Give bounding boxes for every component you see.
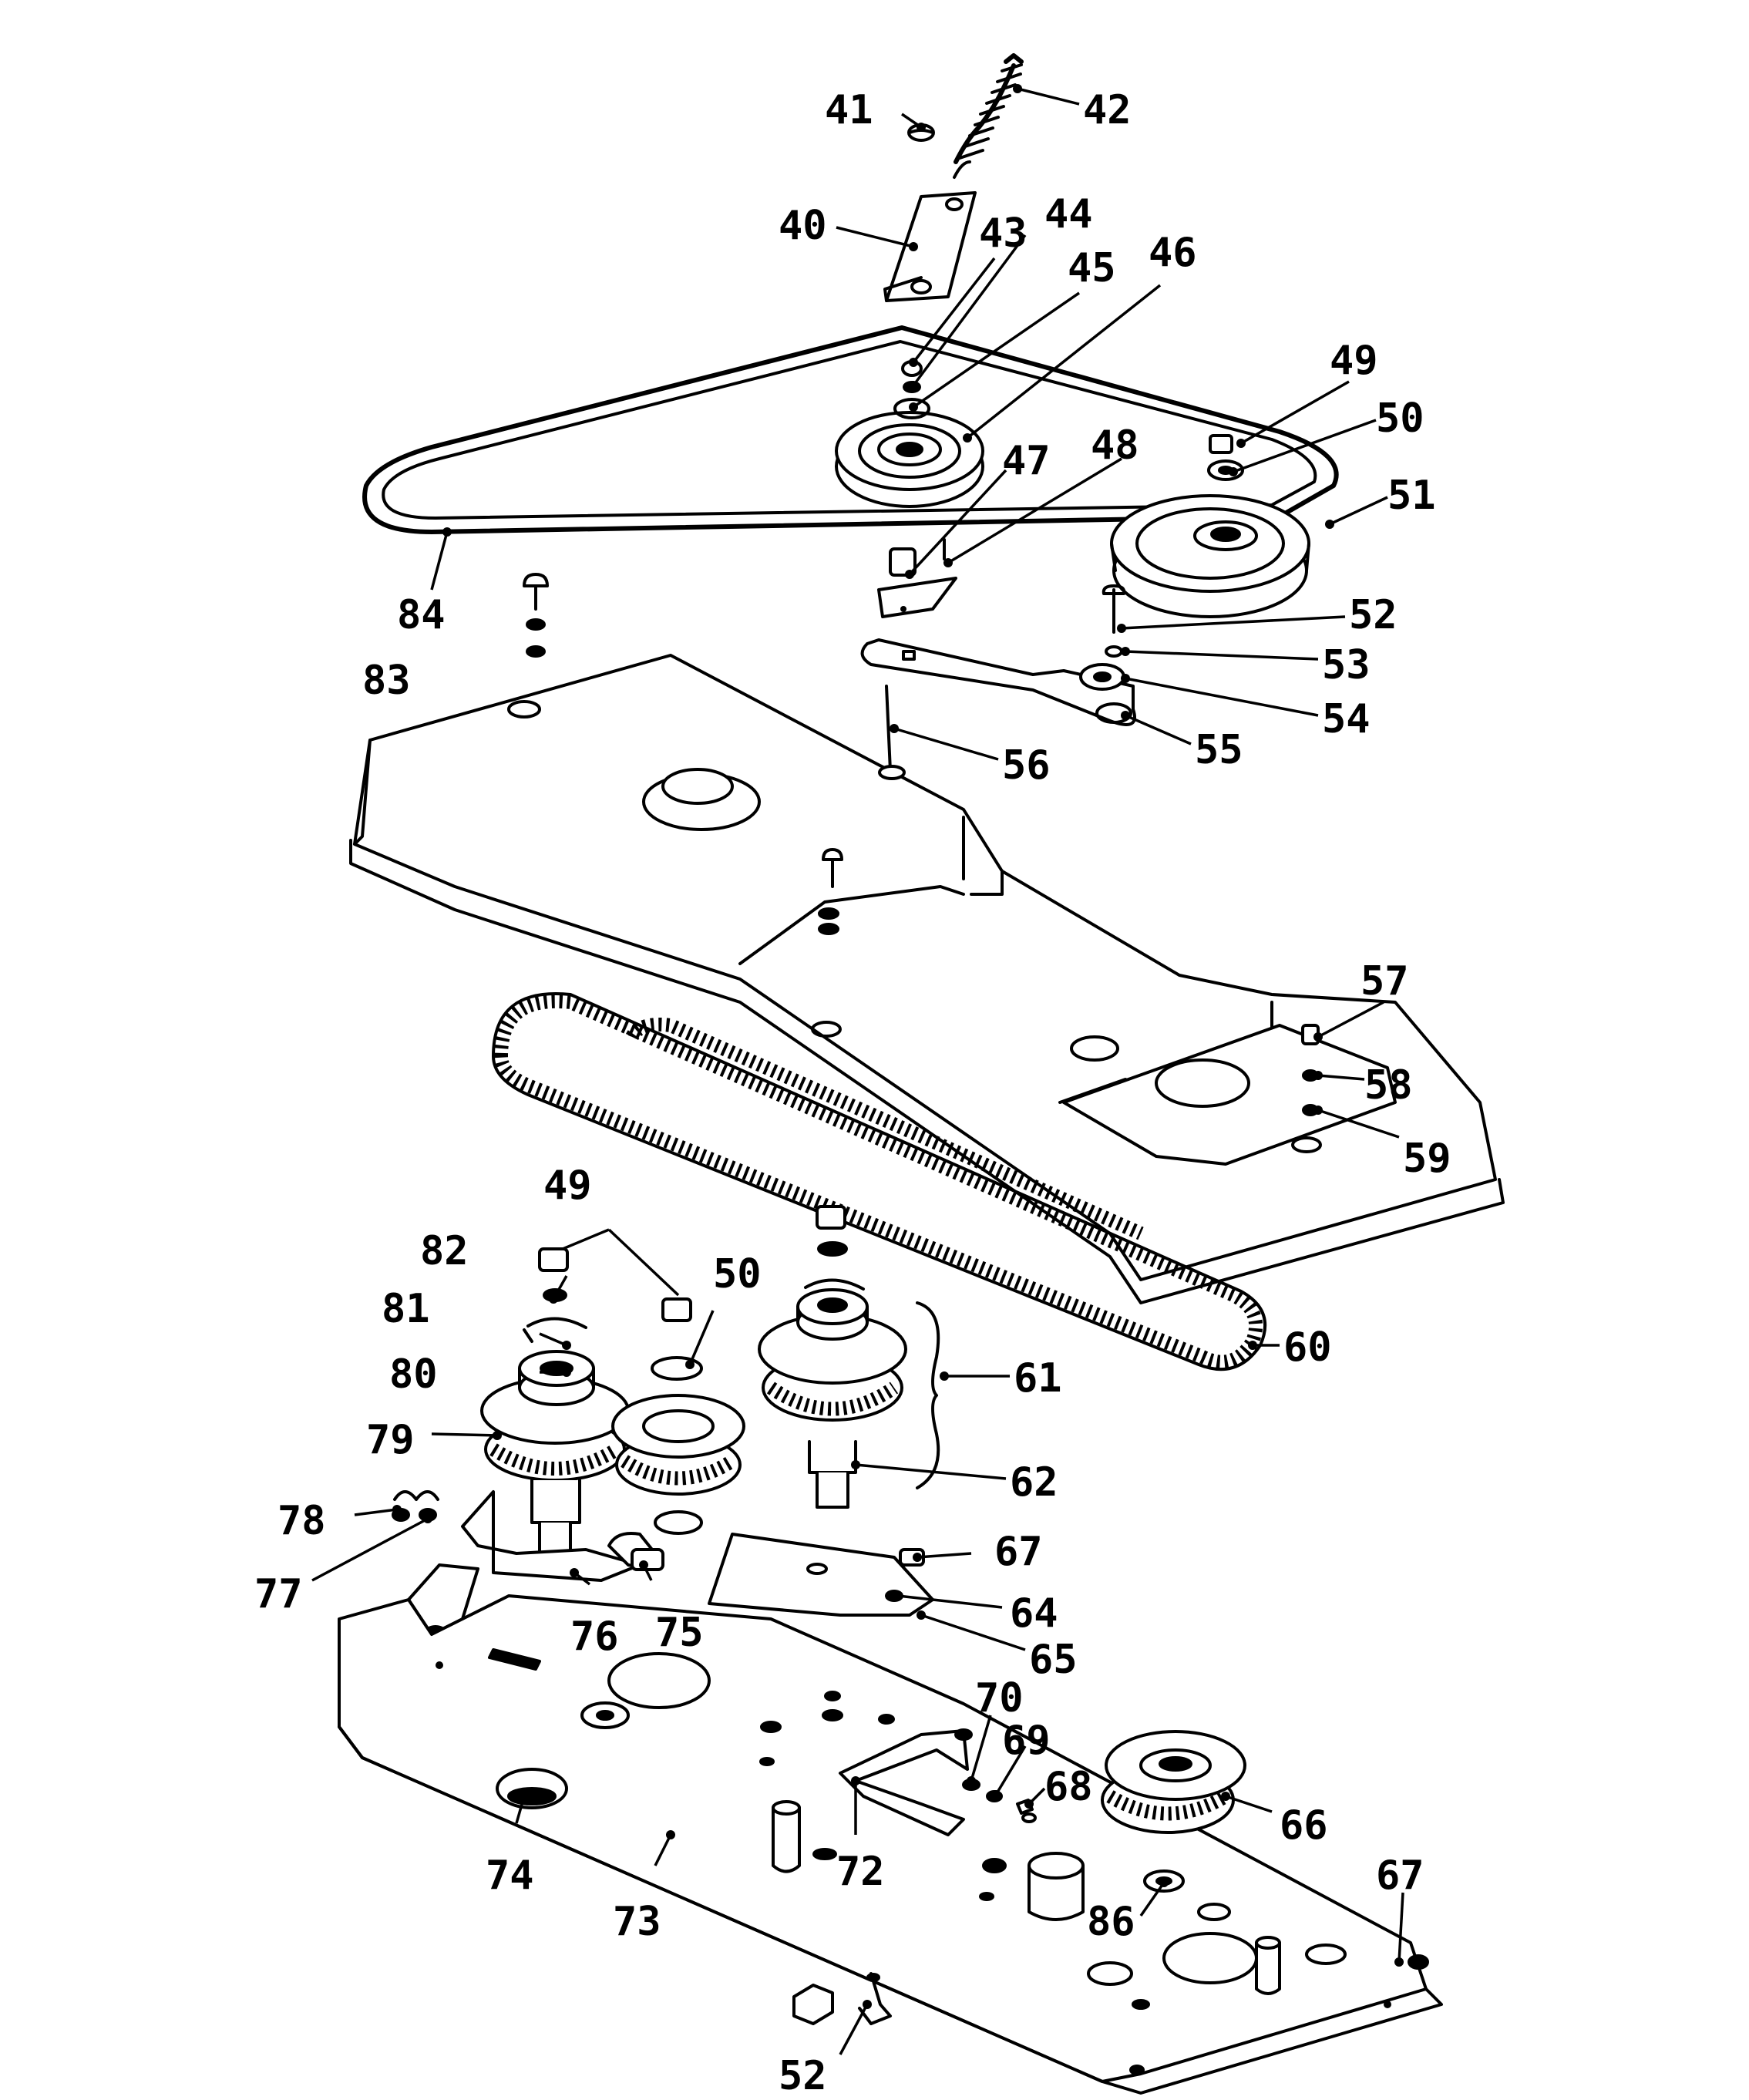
callout-47: 47 (1002, 438, 1051, 484)
callout-82: 82 (420, 1228, 469, 1274)
callout-54: 54 (1322, 696, 1371, 742)
idler-bracket (883, 191, 977, 302)
callout-68: 68 (1044, 1764, 1093, 1810)
tension-arm (860, 584, 1136, 726)
callout-75: 75 (655, 1610, 704, 1656)
callout-53: 53 (1322, 642, 1371, 688)
callout-58: 58 (1364, 1062, 1413, 1109)
callout-49-top: 49 (1330, 338, 1378, 384)
callout-62: 62 (1010, 1459, 1058, 1506)
callout-80: 80 (389, 1351, 438, 1398)
callout-67-upper: 67 (994, 1529, 1043, 1575)
timing-belt (492, 992, 1267, 1371)
callout-44: 44 (1044, 191, 1093, 237)
tension-bracket (877, 538, 957, 618)
callout-70: 70 (975, 1675, 1024, 1721)
callout-73: 73 (613, 1899, 661, 1945)
idler-pulley (835, 411, 984, 508)
callout-74: 74 (486, 1853, 534, 1899)
callout-43: 43 (979, 210, 1028, 257)
callout-51: 51 (1387, 473, 1436, 519)
callout-66: 66 (1280, 1802, 1328, 1849)
leader-lines (311, 84, 1404, 2055)
callout-86: 86 (1087, 1899, 1135, 1945)
callout-77: 77 (254, 1571, 303, 1617)
callout-72: 72 (836, 1849, 885, 1895)
tension-plate (708, 1533, 934, 1617)
callout-40: 40 (779, 203, 827, 249)
callout-50-bottom: 50 (713, 1251, 762, 1297)
callout-56: 56 (1002, 742, 1051, 789)
callout-52-bottom: 52 (779, 2053, 827, 2099)
callout-42: 42 (1083, 87, 1132, 133)
callout-55: 55 (1195, 727, 1243, 773)
callout-61: 61 (1014, 1355, 1062, 1402)
callout-83: 83 (362, 658, 411, 704)
callout-69: 69 (1002, 1718, 1051, 1764)
bottom-fasteners (792, 1972, 892, 2025)
foot-pad (496, 1768, 568, 1809)
base-plate (338, 1594, 1443, 2095)
callout-49-bottom: 49 (543, 1163, 592, 1209)
callout-76: 76 (570, 1614, 619, 1660)
belt-cover (349, 654, 1505, 1304)
callout-78: 78 (277, 1498, 326, 1544)
callout-57: 57 (1361, 958, 1409, 1005)
callout-79: 79 (366, 1417, 415, 1463)
callout-48: 48 (1091, 422, 1139, 469)
callout-45: 45 (1068, 245, 1116, 291)
callout-59: 59 (1403, 1136, 1451, 1182)
callout-84: 84 (397, 592, 446, 638)
callout-labels: 41 42 40 43 44 45 46 49 50 51 47 48 84 5… (254, 87, 1451, 2099)
callout-65: 65 (1029, 1637, 1078, 1683)
main-pulley-stack (758, 1205, 940, 1509)
callout-64: 64 (1010, 1590, 1058, 1637)
drive-pulley (1110, 494, 1310, 618)
spring (953, 53, 1024, 179)
v-belt (362, 325, 1339, 534)
callout-60: 60 (1283, 1324, 1332, 1371)
cover-screw-left (523, 573, 549, 658)
callout-41: 41 (825, 87, 873, 133)
center-pulley (611, 1297, 745, 1535)
callout-67-lower: 67 (1376, 1853, 1424, 1899)
callout-46: 46 (1149, 230, 1197, 276)
lower-pulley (1101, 1730, 1246, 1834)
callout-50-top: 50 (1376, 395, 1424, 442)
callout-81: 81 (382, 1286, 430, 1332)
callout-52-top: 52 (1349, 592, 1398, 638)
left-pulley-stack (480, 1247, 630, 1559)
